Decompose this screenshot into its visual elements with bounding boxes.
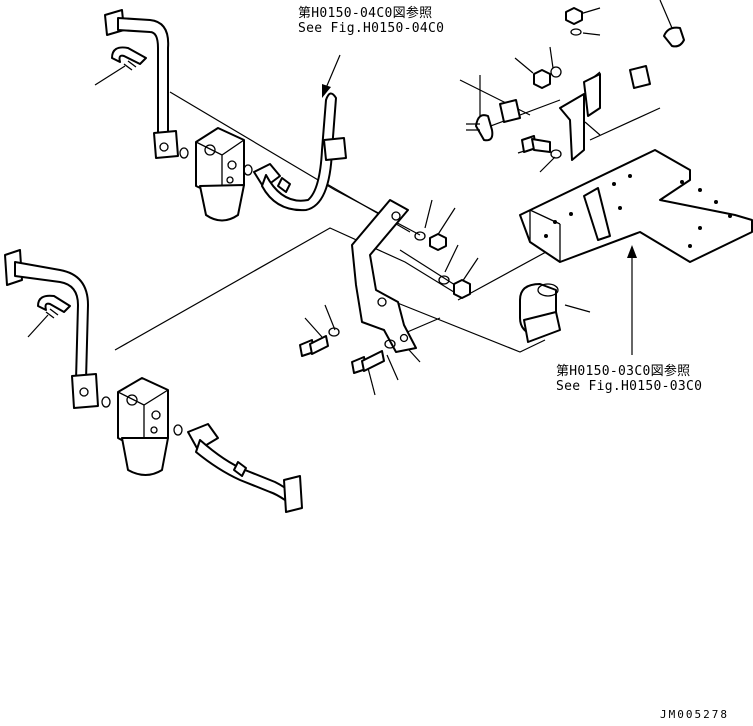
reference-note-lower: 第H0150-03C0図参照 See Fig.H0150-03C0 [556,364,702,394]
reference-note-upper-jp: 第H0150-04C0図参照 [298,6,433,21]
reference-arrow-upper [322,54,341,98]
clamp-canister [519,283,561,343]
reference-note-upper-en: See Fig.H0150-04C0 [298,21,445,36]
reference-note-lower-jp: 第H0150-03C0図参照 [556,364,691,379]
center-bracket [351,199,417,353]
lower-pipe-assembly [4,249,303,513]
frame-plate [519,149,753,263]
hardware [299,7,685,374]
reference-note-lower-en: See Fig.H0150-03C0 [556,379,703,394]
drawing-id: JM005278 [660,708,729,721]
leader-lines [27,0,673,396]
reference-arrow-lower [627,245,637,355]
reference-note-upper: 第H0150-04C0図参照 See Fig.H0150-04C0 [298,6,444,36]
upper-pipe-assembly [104,9,347,222]
